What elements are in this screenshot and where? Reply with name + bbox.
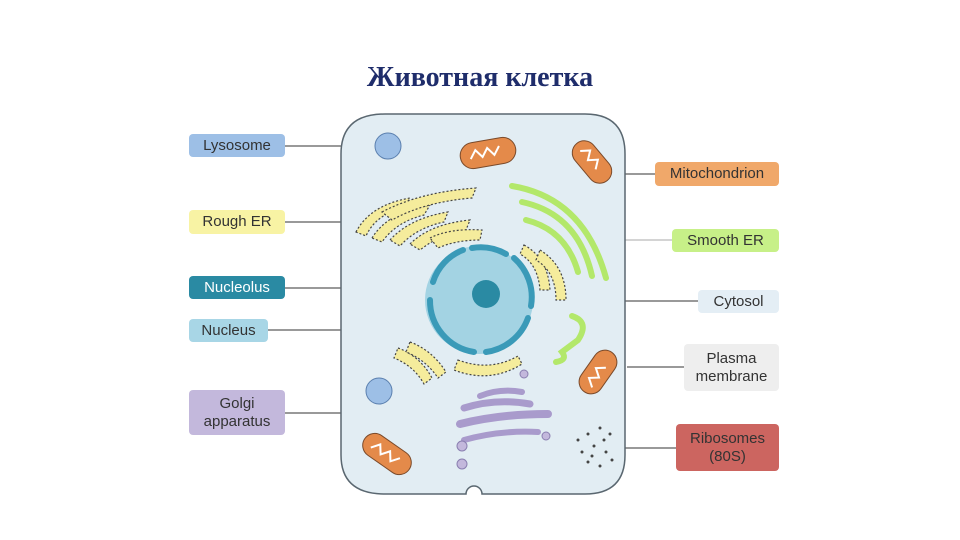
label-nucleus: Nucleus (189, 319, 268, 342)
label-golgi: Golgi apparatus (189, 390, 285, 435)
golgi-apparatus (456, 387, 552, 443)
label-rough-er: Rough ER (189, 210, 285, 234)
lysosome-top (374, 132, 402, 160)
ribosomes (576, 426, 614, 468)
smooth-er (509, 183, 609, 365)
label-ribosomes: Ribosomes (80S) (676, 424, 779, 471)
mitochondria (362, 136, 618, 476)
rough-er (355, 187, 567, 385)
diagram-title: Животная клетка (366, 62, 594, 93)
label-mitochondrion: Mitochondrion (655, 162, 779, 186)
label-plasma-membrane: Plasma membrane (684, 344, 779, 391)
lysosome-bottom (365, 377, 393, 405)
label-lysosome: Lysosome (189, 134, 285, 157)
label-cytosol: Cytosol (698, 290, 779, 313)
golgi-vesicles (456, 369, 551, 470)
label-smooth-er: Smooth ER (672, 229, 779, 252)
nucleolus (472, 280, 500, 308)
nucleus (425, 244, 535, 355)
label-nucleolus: Nucleolus (189, 276, 285, 299)
